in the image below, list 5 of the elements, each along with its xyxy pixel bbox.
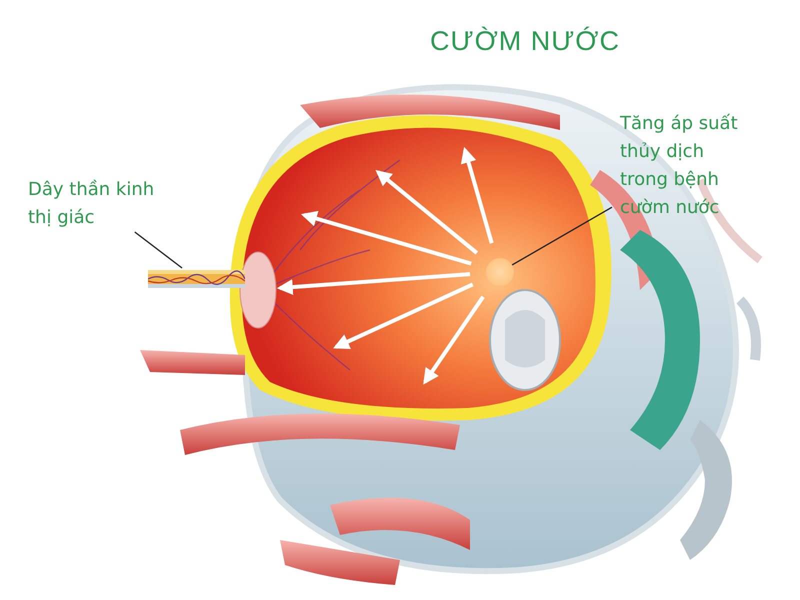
leader-line: [134, 231, 182, 269]
pressure-center: [486, 258, 514, 286]
leader-line: [512, 206, 612, 266]
diagram-title: CƯỜM NƯỚC: [429, 26, 621, 57]
callout-label: Dây thần kinh thị giác: [20, 176, 176, 232]
